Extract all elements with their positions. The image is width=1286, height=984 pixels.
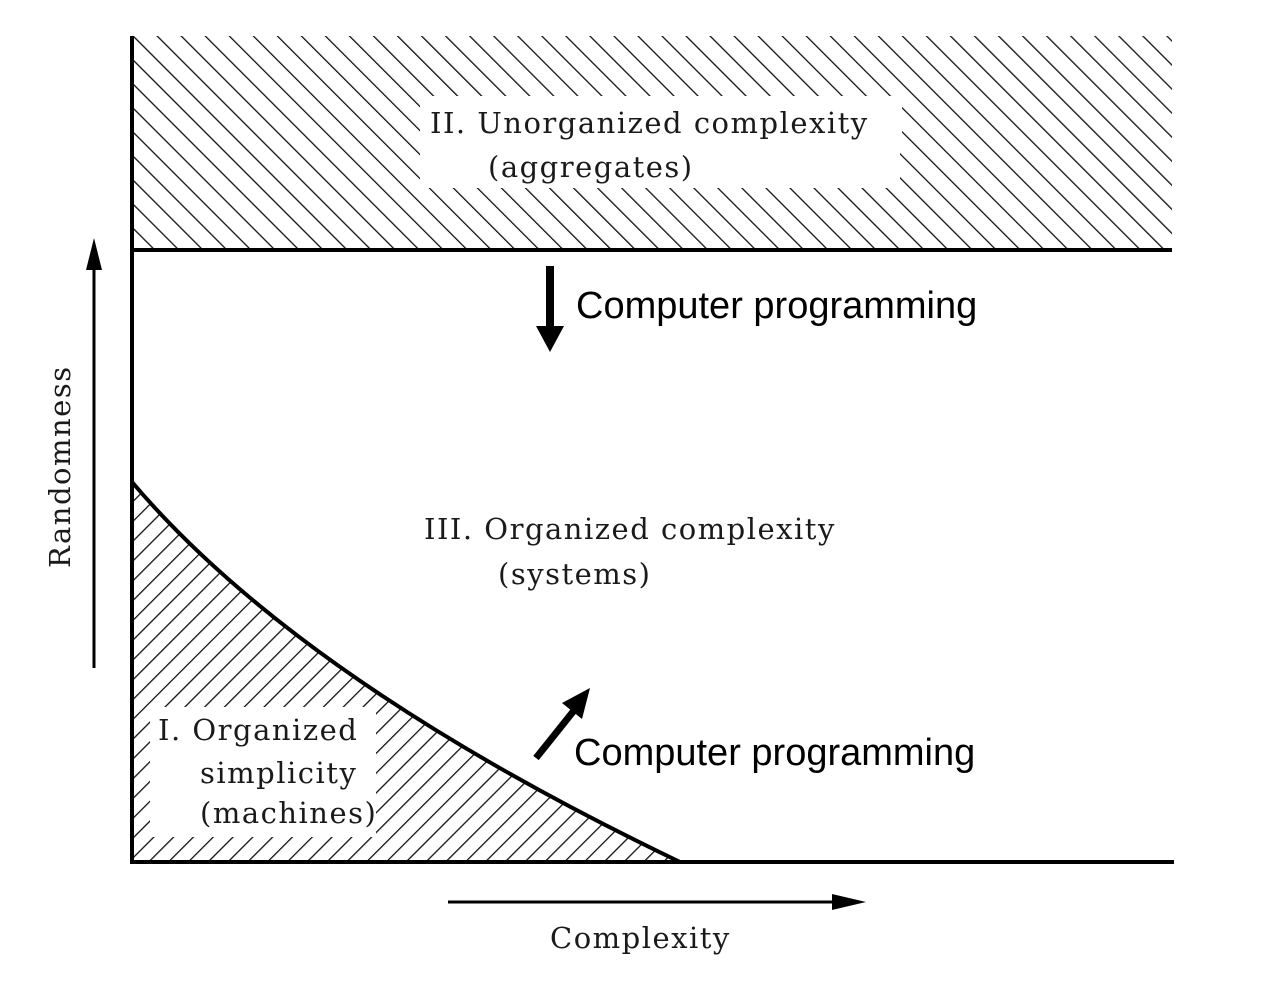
organized-simplicity-line1: I. Organized [158,713,358,747]
unorganized-subtitle: (aggregates) [488,150,694,184]
transition-up-label: Computer programming [574,732,975,774]
organized-complexity-subtitle: (systems) [498,557,651,591]
x-axis-arrowhead [832,894,866,910]
unorganized-label-box [420,146,900,188]
y-axis-label: Randomness [43,365,77,568]
down-arrow-shaft [546,266,554,328]
organized-simplicity-label-box [150,707,376,837]
organized-simplicity-line2: simplicity [200,756,357,790]
transition-down-label: Computer programming [576,285,977,327]
up-arrow-shaft [533,705,579,761]
y-axis-arrowhead [86,238,102,270]
unorganized-label-box [420,96,902,150]
x-axis-label: Complexity [550,921,731,955]
organized-simplicity-curve [130,480,681,864]
up-arrow-head [562,688,590,719]
organized-simplicity-line3: (machines) [200,796,377,830]
organized-complexity-title: III. Organized complexity [424,512,836,546]
unorganized-title: II. Unorganized complexity [430,106,869,140]
down-arrow-head [536,326,564,352]
